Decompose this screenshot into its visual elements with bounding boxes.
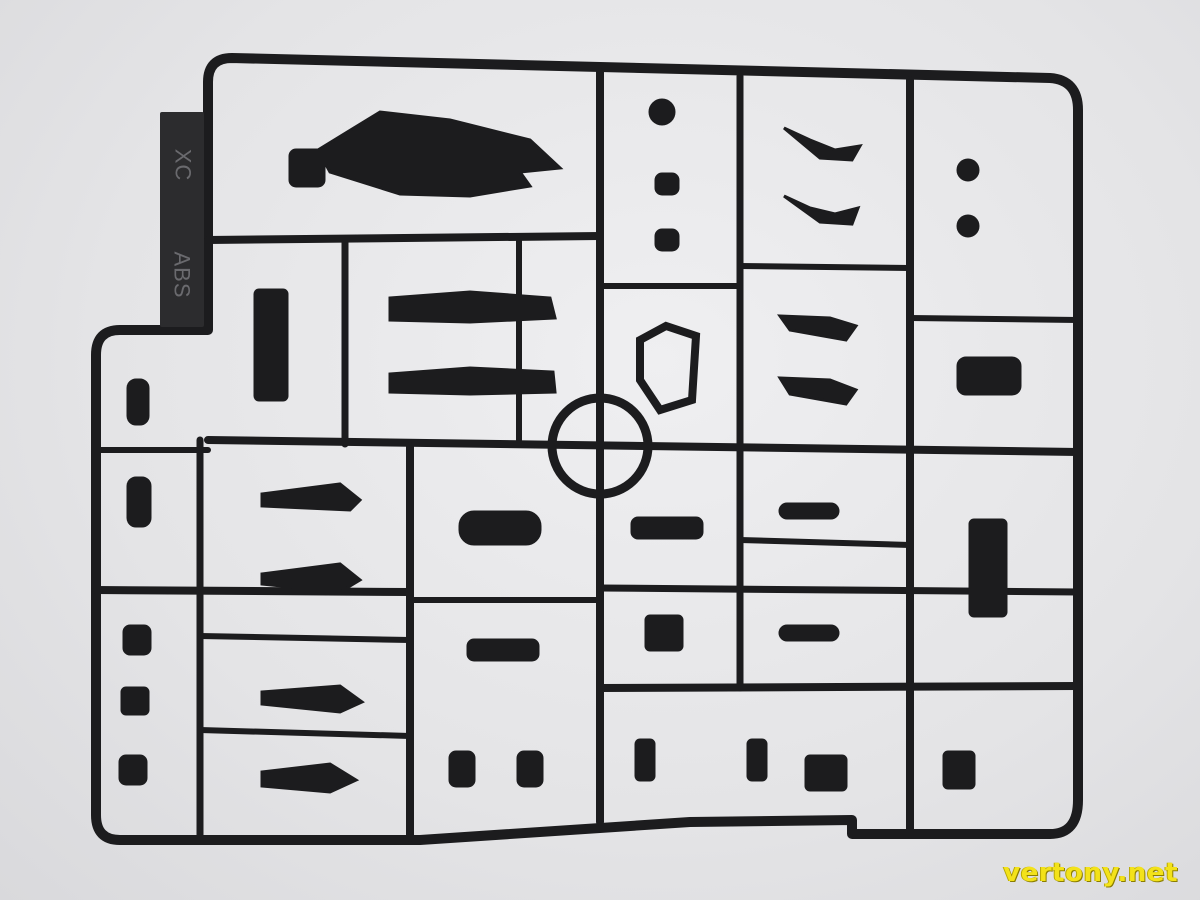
runner-bar — [92, 586, 414, 596]
runner-bar — [596, 682, 1082, 692]
small-part — [458, 510, 542, 546]
arm-part — [776, 314, 859, 342]
sprue-outer-frame — [91, 53, 1083, 845]
sprue-tag-text: XC ABS — [158, 110, 206, 330]
small-part — [630, 516, 704, 540]
small-part — [956, 214, 980, 238]
small-part — [746, 738, 768, 782]
small-part — [654, 228, 680, 252]
small-part — [516, 750, 544, 788]
runner-bar — [197, 633, 413, 643]
arm-part — [783, 126, 863, 162]
small-part — [778, 624, 840, 642]
blade-part — [316, 110, 564, 198]
runner-bar — [737, 263, 913, 271]
sprue-tag — [160, 112, 204, 327]
watermark: vertony.net — [1003, 858, 1178, 888]
arm-part — [388, 366, 557, 396]
small-part — [126, 378, 150, 426]
small-part — [968, 518, 1008, 618]
runner-bar — [907, 315, 1081, 323]
runner-ring — [547, 393, 653, 499]
small-part — [466, 638, 540, 662]
small-part — [956, 356, 1022, 396]
small-part — [122, 624, 152, 656]
sprue-frame-code: XC — [170, 148, 195, 182]
small-part — [648, 98, 676, 126]
small-part — [804, 754, 848, 792]
small-part — [942, 750, 976, 790]
arm-part — [783, 194, 861, 226]
runner-bar — [737, 537, 913, 548]
small-part — [126, 476, 152, 528]
arm-part — [388, 290, 557, 324]
small-part — [644, 614, 684, 652]
small-part — [118, 754, 148, 786]
runner-bar — [204, 436, 1082, 456]
wing-part — [260, 482, 363, 512]
small-part — [253, 288, 289, 402]
small-part — [288, 148, 326, 188]
small-part — [448, 750, 476, 788]
runner-bar — [204, 232, 604, 244]
sprue-material-label: ABS — [170, 251, 195, 299]
wing-part — [260, 562, 363, 594]
runner-bar — [197, 727, 413, 739]
small-part — [120, 686, 150, 716]
small-part — [956, 158, 980, 182]
wing-part — [260, 762, 360, 794]
small-part — [634, 738, 656, 782]
small-part — [778, 502, 840, 520]
small-part — [654, 172, 680, 196]
loop-part — [636, 321, 701, 415]
wing-part — [260, 684, 365, 714]
arm-part — [777, 376, 859, 406]
